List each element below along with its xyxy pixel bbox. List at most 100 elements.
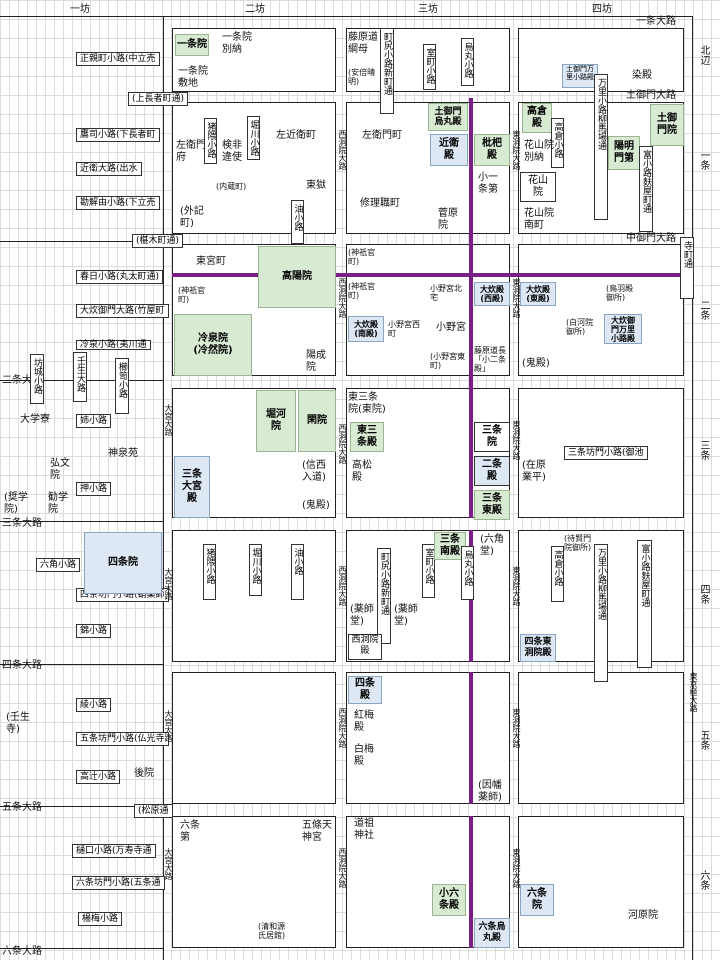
site-label: 紅梅 殿	[354, 710, 374, 733]
road-label: 西洞院大路	[338, 130, 347, 170]
site-label: 道祖 神社	[354, 818, 374, 841]
road-label: 西洞院大路	[338, 278, 347, 318]
street-label: 室町小路	[423, 44, 436, 90]
site-label: 藤原道長 「小二条 殿」	[474, 346, 506, 373]
site-label: 染殿	[632, 70, 652, 81]
north-edge	[0, 16, 163, 17]
street-label: 正親町小路(中立売	[76, 52, 160, 66]
site-label: 小野宮北 宅	[430, 284, 462, 302]
region-label: 四条	[698, 584, 709, 604]
estate-highlight: 土御 門院	[650, 104, 684, 146]
road-label: 西洞院大路	[338, 708, 347, 748]
site-label: (小野宮東 町)	[430, 352, 466, 370]
street-label: 大炊御門大路(竹屋町	[76, 304, 169, 318]
street-label: 坊城小路	[30, 354, 44, 404]
road-label: 西洞院大路	[338, 424, 347, 464]
bo-label: 四坊	[592, 4, 612, 15]
street-label: 万里小路柳馬場通	[594, 74, 608, 220]
street-label: (松原通	[134, 804, 173, 818]
road-label: 東洞院大路	[512, 278, 521, 318]
street-label: 高辻小路	[76, 770, 121, 784]
estate-highlight: 堀河 院	[256, 390, 296, 452]
road-label: 二条大路	[2, 375, 42, 386]
street-label: 五条坊門小路(仏光寺	[76, 732, 169, 746]
site-label: (安倍晴 明)	[348, 68, 376, 86]
street-label: 綾小路	[76, 698, 112, 712]
street-label: 冷泉小路(夷川通	[76, 340, 151, 350]
site-label: (内蔵町)	[216, 182, 247, 191]
site-label: 白梅 殿	[354, 744, 374, 767]
site-label: 菅原 院	[438, 208, 458, 231]
street-label: 町尻小路新町通	[377, 548, 391, 644]
street-label: 六条坊門小路(五条通	[72, 876, 165, 890]
street-label: 猪隈小路	[204, 118, 217, 164]
karasuma-road	[469, 98, 473, 386]
site-label: (清和源 氏居館)	[258, 922, 286, 940]
estate-highlight: 閑院	[298, 390, 336, 452]
street-label: 町尻小路新町通	[380, 28, 394, 114]
street-label: 烏丸小路	[461, 38, 474, 86]
estate-highlight: 六条 院	[520, 884, 554, 916]
road-label: 西洞院大路	[338, 848, 347, 888]
site-label: (神祇官 町)	[348, 248, 376, 266]
street-label: 室町小路	[422, 544, 435, 598]
estate-highlight: 大炊殿 (西殿)	[474, 282, 510, 306]
estate-highlight: 大炊殿 (東殿)	[520, 282, 556, 306]
site-label: (在原 業平)	[522, 460, 546, 483]
karasuma-road	[469, 816, 473, 948]
city-boundary	[163, 16, 693, 960]
street-label: 高倉小路	[551, 118, 564, 168]
site-label: (壬生 寺)	[6, 712, 30, 735]
block	[172, 816, 336, 948]
site-label: 花山院 別納	[524, 140, 554, 163]
estate-highlight: 四条東 洞院殿	[520, 634, 556, 662]
road-label: 東京極大路	[689, 672, 698, 712]
estate-highlight: 四条院	[84, 532, 162, 594]
road-label: 大宮大路	[164, 848, 173, 880]
site-label: (薬師 堂)	[350, 604, 374, 627]
site-label: 小一 条第	[478, 172, 498, 195]
region-label: 北辺	[698, 45, 709, 65]
street-label: 壬生大路	[73, 352, 87, 402]
estate-highlight: 冷泉院 (冷然院)	[174, 314, 252, 376]
estate-highlight: 三条 東殿	[474, 490, 510, 520]
road-label: 東洞院大路	[512, 130, 521, 170]
site-label: (因幡 薬師)	[478, 780, 502, 803]
site-label: 東三条 院(東院)	[348, 392, 386, 415]
site-label: (外記 町)	[180, 206, 204, 229]
road-label: 土御門大路	[626, 90, 676, 101]
road-label: 東洞院大路	[512, 566, 521, 606]
estate-highlight: 土御門 烏丸殿	[428, 103, 468, 131]
street-label: 錦小路	[76, 624, 112, 638]
site-label: 検非 違使	[222, 140, 242, 163]
bo-label: 二坊	[245, 4, 265, 15]
site-label: 神泉苑	[108, 448, 138, 459]
site-label: 修理職町	[360, 198, 400, 209]
site-label: (薬師 堂)	[394, 604, 418, 627]
street-label: 鷹司小路(下長者町	[76, 128, 160, 142]
site-label: 一条院 敷地	[178, 66, 208, 89]
road-label: 五条大路	[2, 802, 42, 813]
street-label: 春日小路(丸太町通)	[76, 270, 164, 284]
estate-highlight: 一条院	[175, 34, 209, 56]
site-label: 大学寮	[20, 414, 50, 425]
road-label: 中御門大路	[626, 233, 676, 244]
region-label: 五条	[698, 730, 709, 750]
site-label: 高松 殿	[352, 460, 372, 483]
street-label: 油小路	[291, 200, 304, 244]
street-label: 油小路	[291, 544, 304, 600]
site-label: (待賢門 院御所)	[564, 534, 592, 552]
street-label: 猪隈小路	[203, 544, 216, 600]
block	[518, 388, 684, 518]
estate-highlight: 陽明 門第	[608, 136, 640, 170]
street-label: 万里小路柳馬場通	[594, 544, 608, 682]
karasuma-road	[469, 672, 473, 804]
karasuma-road	[469, 386, 473, 518]
road-line	[0, 664, 163, 665]
street-label: 櫛笥小路	[115, 358, 129, 414]
road-label: 寺町通	[680, 237, 694, 299]
street-label: 姉小路	[76, 414, 112, 428]
site-label: 左衛門町	[362, 130, 402, 141]
site-label: (六角 堂)	[480, 534, 504, 557]
